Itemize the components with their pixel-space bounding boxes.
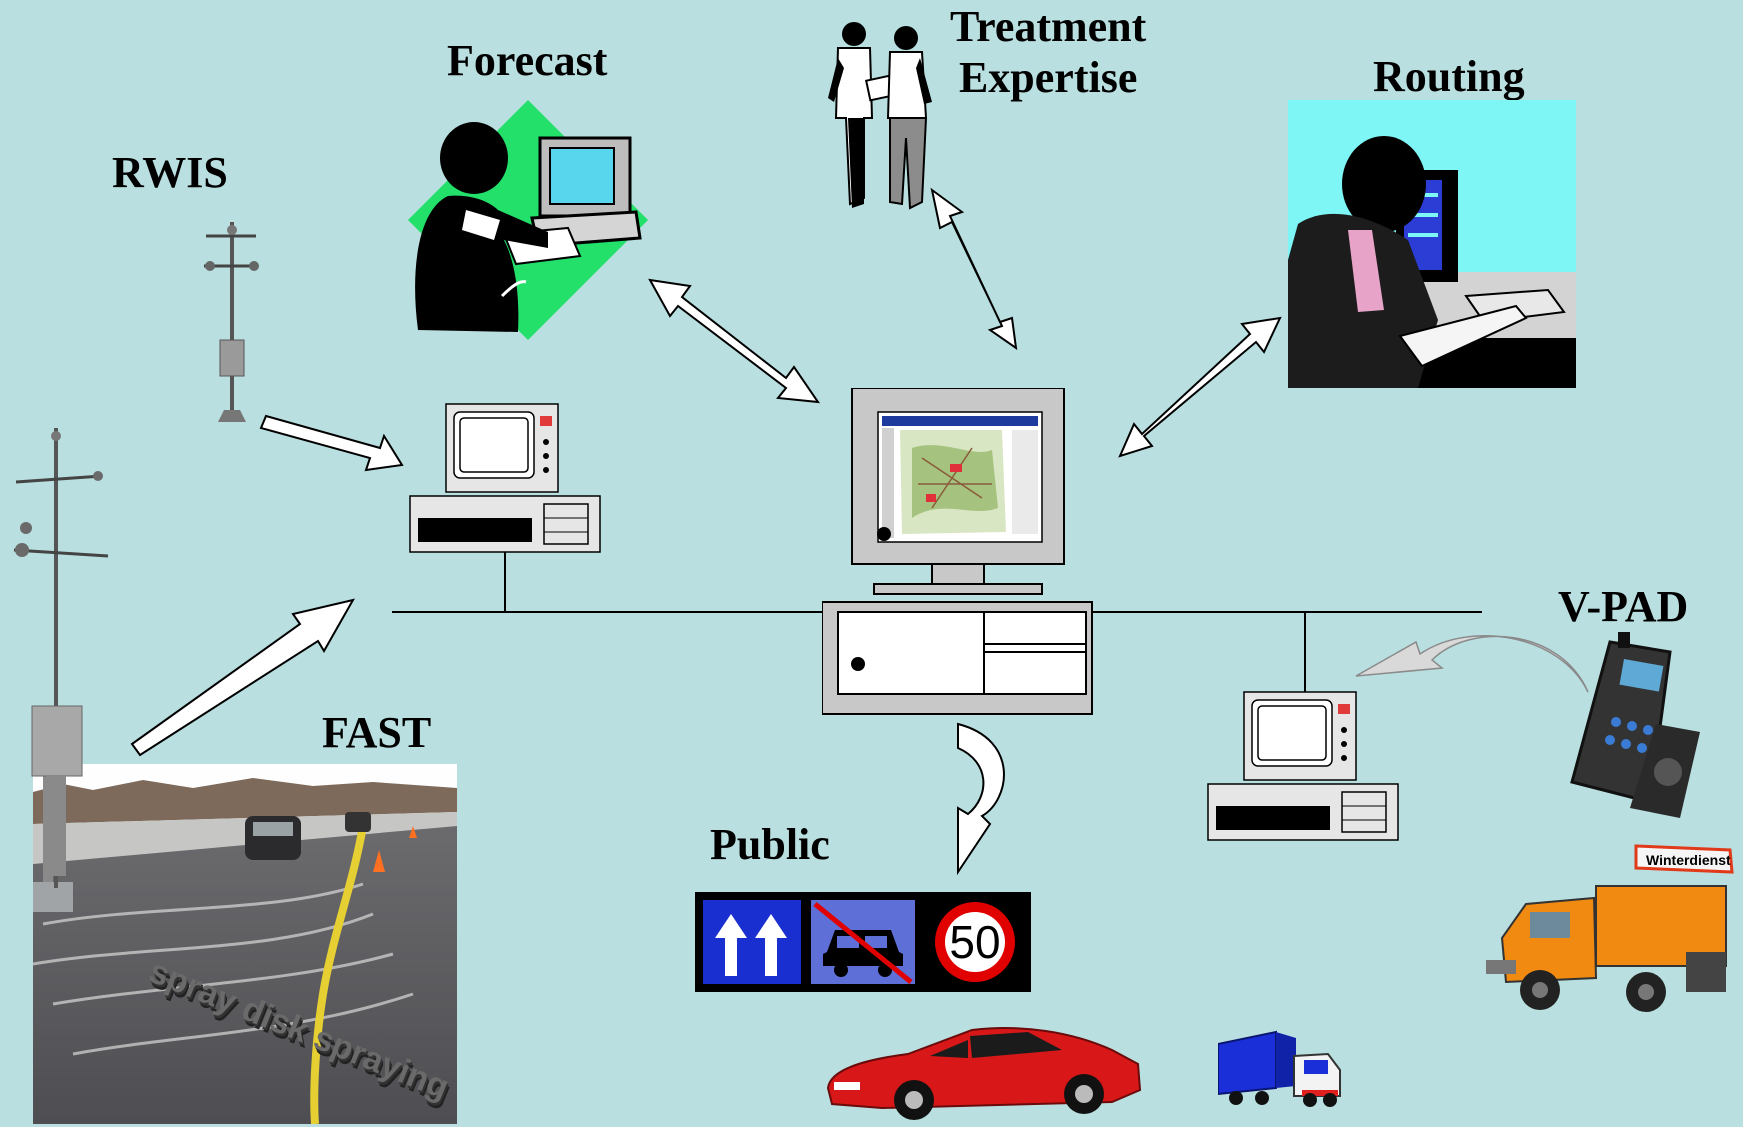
router-on-phone-icon: [1288, 100, 1576, 388]
vpad-handheld-icon: [1570, 632, 1700, 818]
label-routing: Routing: [1373, 52, 1525, 101]
tall-weather-station-icon: [13, 428, 109, 888]
label-vpad: V-PAD: [1558, 582, 1689, 631]
winter-service-truck-icon: Winterdienst: [1486, 844, 1734, 1012]
arrow-server-to-public: [957, 722, 1005, 876]
arrow-treatment-server: [930, 187, 1018, 351]
blue-lorry-icon: [1218, 1030, 1341, 1107]
fast-road-photo: [33, 764, 457, 1124]
arrow-vpad-to-computer: [1355, 635, 1589, 693]
arrow-rwis-to-computer: [259, 414, 404, 472]
forecaster-at-computer-icon: [408, 100, 648, 340]
label-public: Public: [710, 820, 830, 869]
two-experts-icon: [828, 22, 932, 210]
label-rwis: RWIS: [112, 148, 228, 197]
arrow-forecast-server: [648, 278, 821, 404]
label-treatment-expertise: Treatment Expertise: [950, 2, 1147, 102]
speed-limit-text: 50: [949, 916, 1000, 968]
arrow-fast-to-computer: [130, 598, 355, 757]
overhead-traffic-sign-icon: 50: [695, 892, 1031, 992]
label-forecast: Forecast: [447, 36, 608, 85]
truck-sign-text: Winterdienst: [1646, 852, 1731, 868]
label-fast: FAST: [322, 708, 432, 757]
arrow-routing-server: [1118, 316, 1282, 458]
central-server-computer-icon: [822, 388, 1093, 715]
red-sports-car-icon: [826, 1027, 1142, 1120]
rwis-weather-station-icon: [204, 222, 259, 422]
rwis-computer-icon: [409, 403, 601, 553]
vpad-computer-icon: [1207, 691, 1399, 841]
